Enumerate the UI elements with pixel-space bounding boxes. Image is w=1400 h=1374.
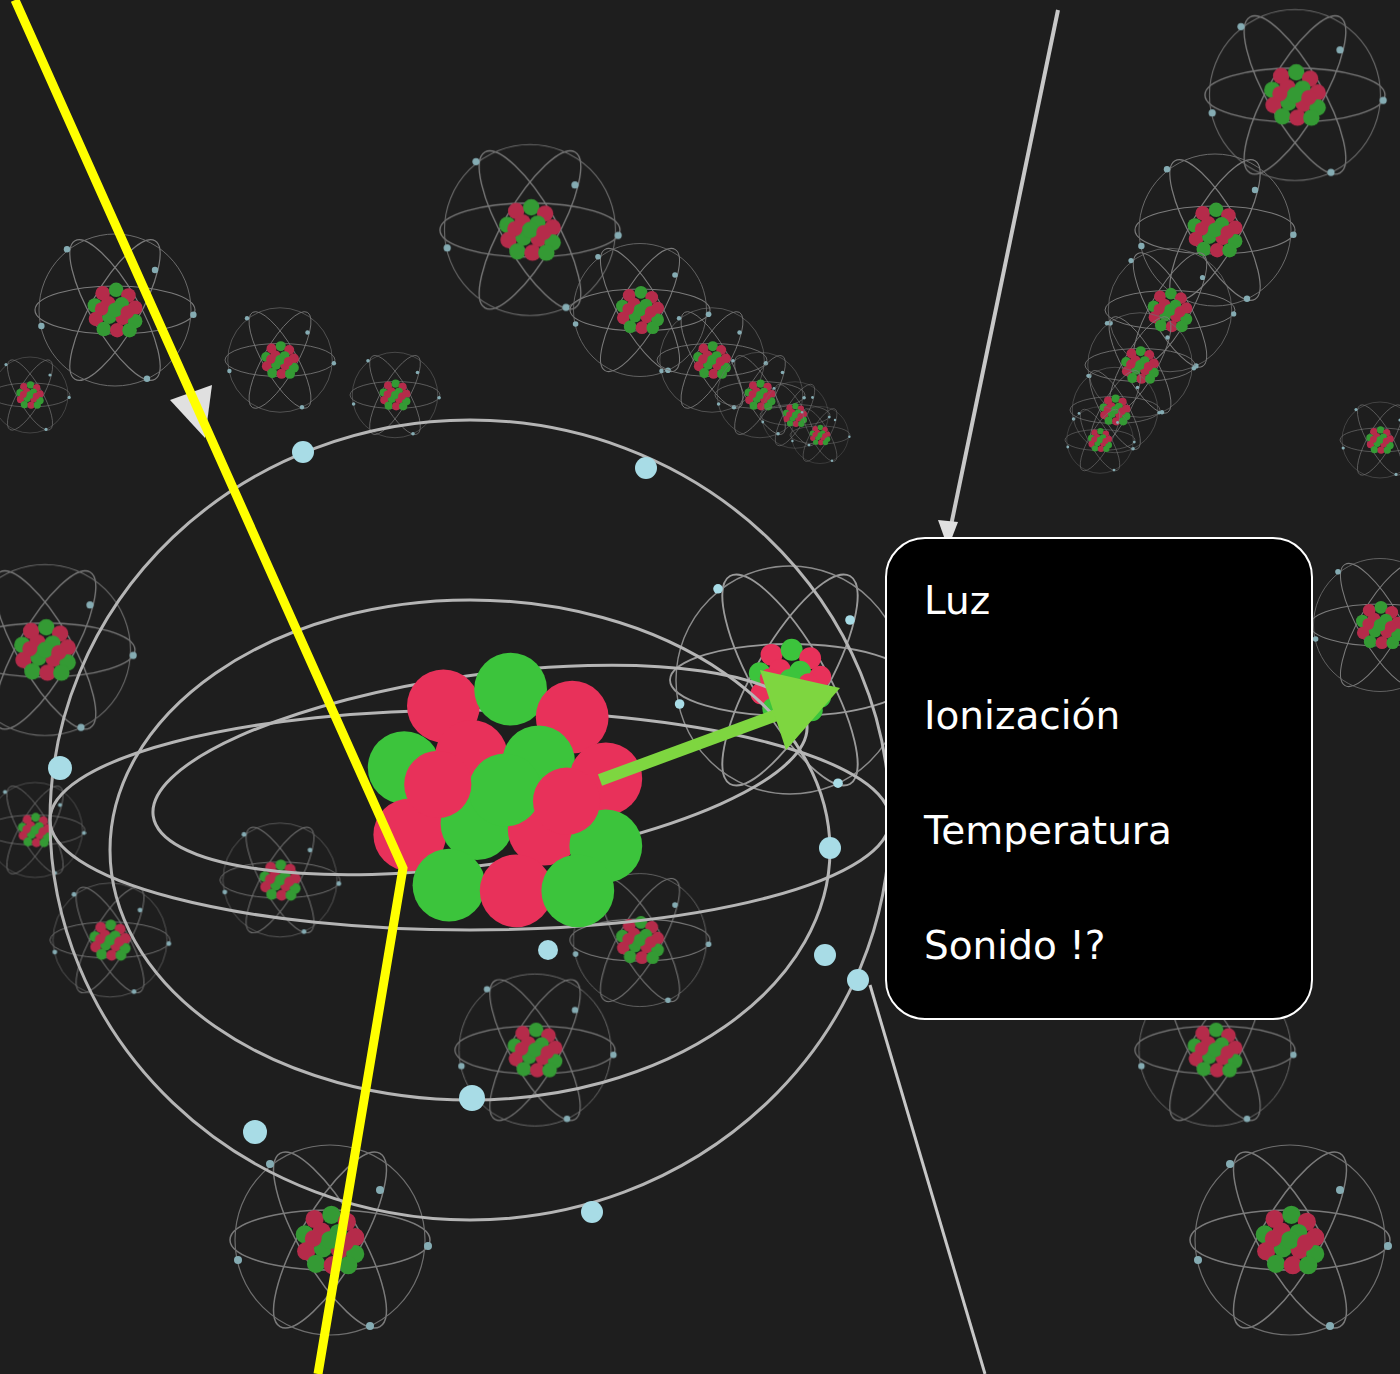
effect-label: Temperatura [924, 809, 1172, 854]
effect-label: Ionización [924, 694, 1120, 739]
effect-label: Luz [924, 579, 990, 624]
effect-label: Sonido !? [924, 924, 1106, 969]
callout-box: LuzIonizaciónTemperaturaSonido !? [885, 537, 1313, 1020]
